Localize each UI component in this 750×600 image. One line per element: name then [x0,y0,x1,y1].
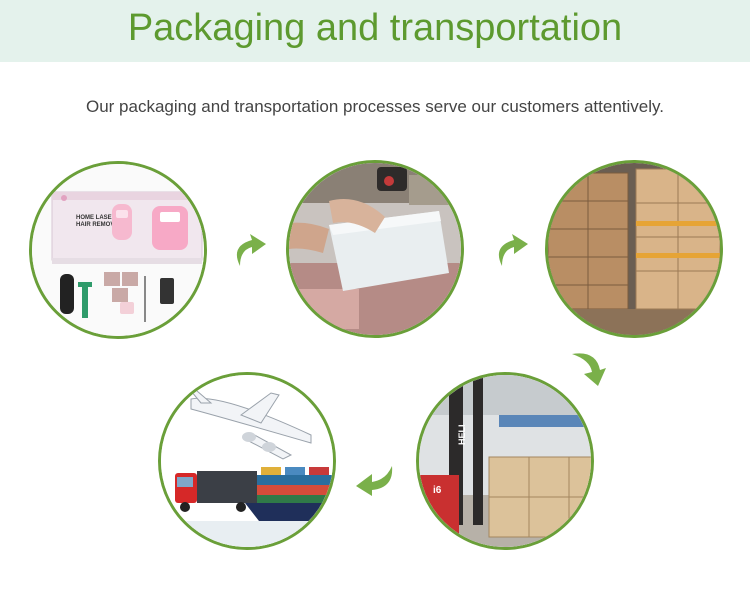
carton-warehouse-image [545,160,723,338]
header-banner: Packaging and transportation [0,0,750,62]
page-title: Packaging and transportation [127,7,623,49]
box-label-line1: HOME LASER [76,215,117,221]
forklift-loading-image: HELI i6 [416,372,594,550]
box-label-line2: HAIR REMOVER [76,222,123,228]
shipping-transport-image [158,372,336,550]
forklift-model: i6 [433,485,442,496]
curved-arrow-icon [572,353,606,386]
packing-bag-image [286,160,464,338]
curved-arrow-icon [236,234,266,266]
forklift-brand: HELI [457,424,467,445]
curved-arrow-icon [498,234,528,266]
product-kit-image: HOME LASER HAIR REMOVER [29,161,207,339]
page-subtitle: Our packaging and transportation process… [86,97,664,116]
curved-arrow-icon [356,466,393,496]
